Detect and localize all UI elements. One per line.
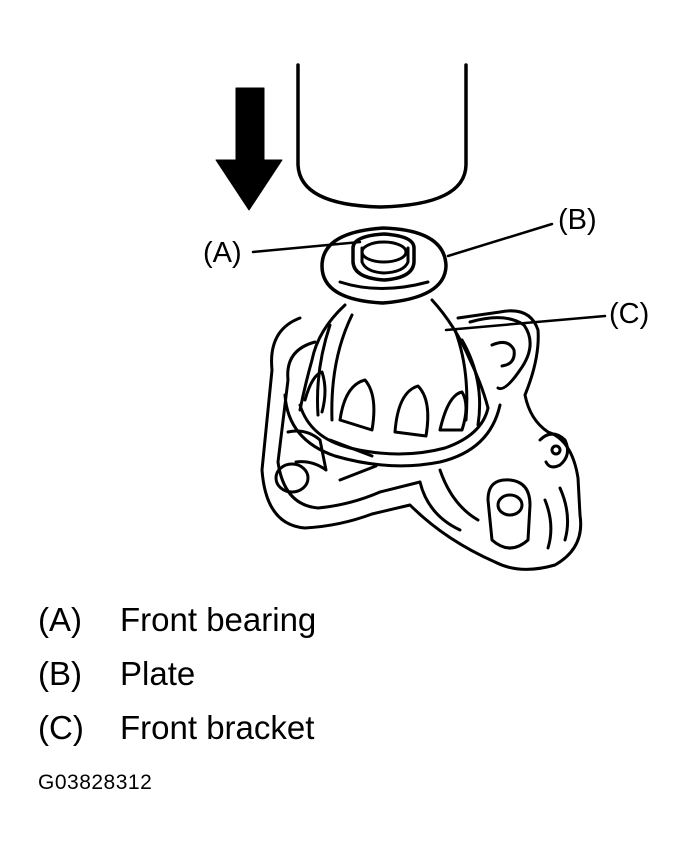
front-bearing-press-diagram: (A) (B) (C): [203, 63, 649, 571]
leader-line-b: [446, 222, 554, 258]
legend-key-b: (B): [38, 655, 82, 692]
front-bracket: [260, 298, 583, 571]
leader-line-c: [444, 314, 607, 332]
callout-b: (B): [558, 204, 597, 236]
front-bearing: [351, 232, 416, 282]
callout-c: (C): [609, 298, 649, 330]
legend-text-front-bearing: Front bearing: [120, 601, 317, 638]
legend-text-plate: Plate: [120, 655, 196, 692]
legend-key-a: (A): [38, 601, 82, 638]
legend-text-front-bracket: Front bracket: [120, 709, 315, 746]
figure-code: G03828312: [38, 771, 153, 794]
press-tool: [296, 63, 468, 209]
callout-a: (A): [203, 237, 242, 269]
press-direction-arrow: [215, 87, 283, 211]
leader-line-a: [251, 240, 362, 254]
legend-key-c: (C): [38, 709, 84, 746]
plate: [320, 226, 448, 305]
